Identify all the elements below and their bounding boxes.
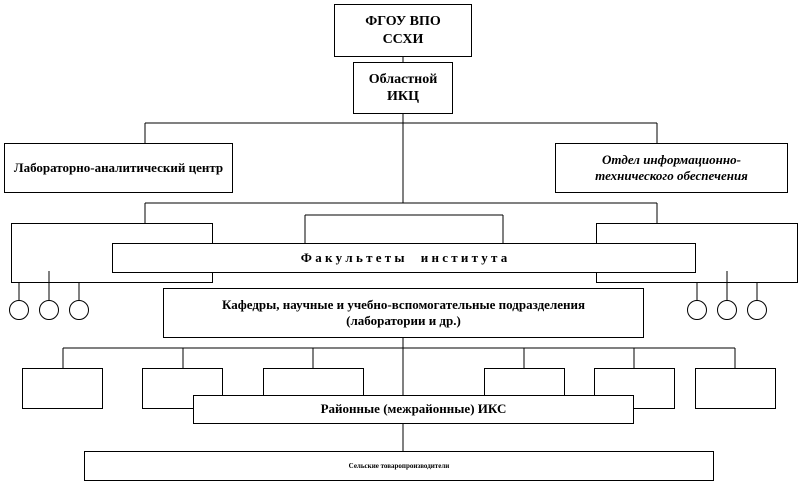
- district-box-1: [22, 368, 103, 409]
- ikc-box: Областной ИКЦ: [353, 62, 453, 114]
- right-unit-circle-1: [687, 300, 707, 320]
- district-iks-box: Районные (межрайонные) ИКС: [193, 395, 634, 424]
- left-unit-circle-3: [69, 300, 89, 320]
- district-box-5: [594, 368, 675, 409]
- departments-box: Кафедры, научные и учебно-вспомогательны…: [163, 288, 644, 338]
- faculties-box: Ф а к у л ь т е т ы и н с т и т у т а: [112, 243, 696, 273]
- it-dept-box: Отдел информационно-технического обеспеч…: [555, 143, 788, 193]
- left-unit-circle-1: [9, 300, 29, 320]
- lab-center-box: Лабораторно-аналитический центр: [4, 143, 233, 193]
- right-unit-circle-2: [717, 300, 737, 320]
- district-box-6: [695, 368, 776, 409]
- producers-box: Сельские товаропроизводители: [84, 451, 714, 481]
- right-unit-circle-3: [747, 300, 767, 320]
- left-unit-circle-2: [39, 300, 59, 320]
- fgou-box: ФГОУ ВПО ССХИ: [334, 4, 472, 57]
